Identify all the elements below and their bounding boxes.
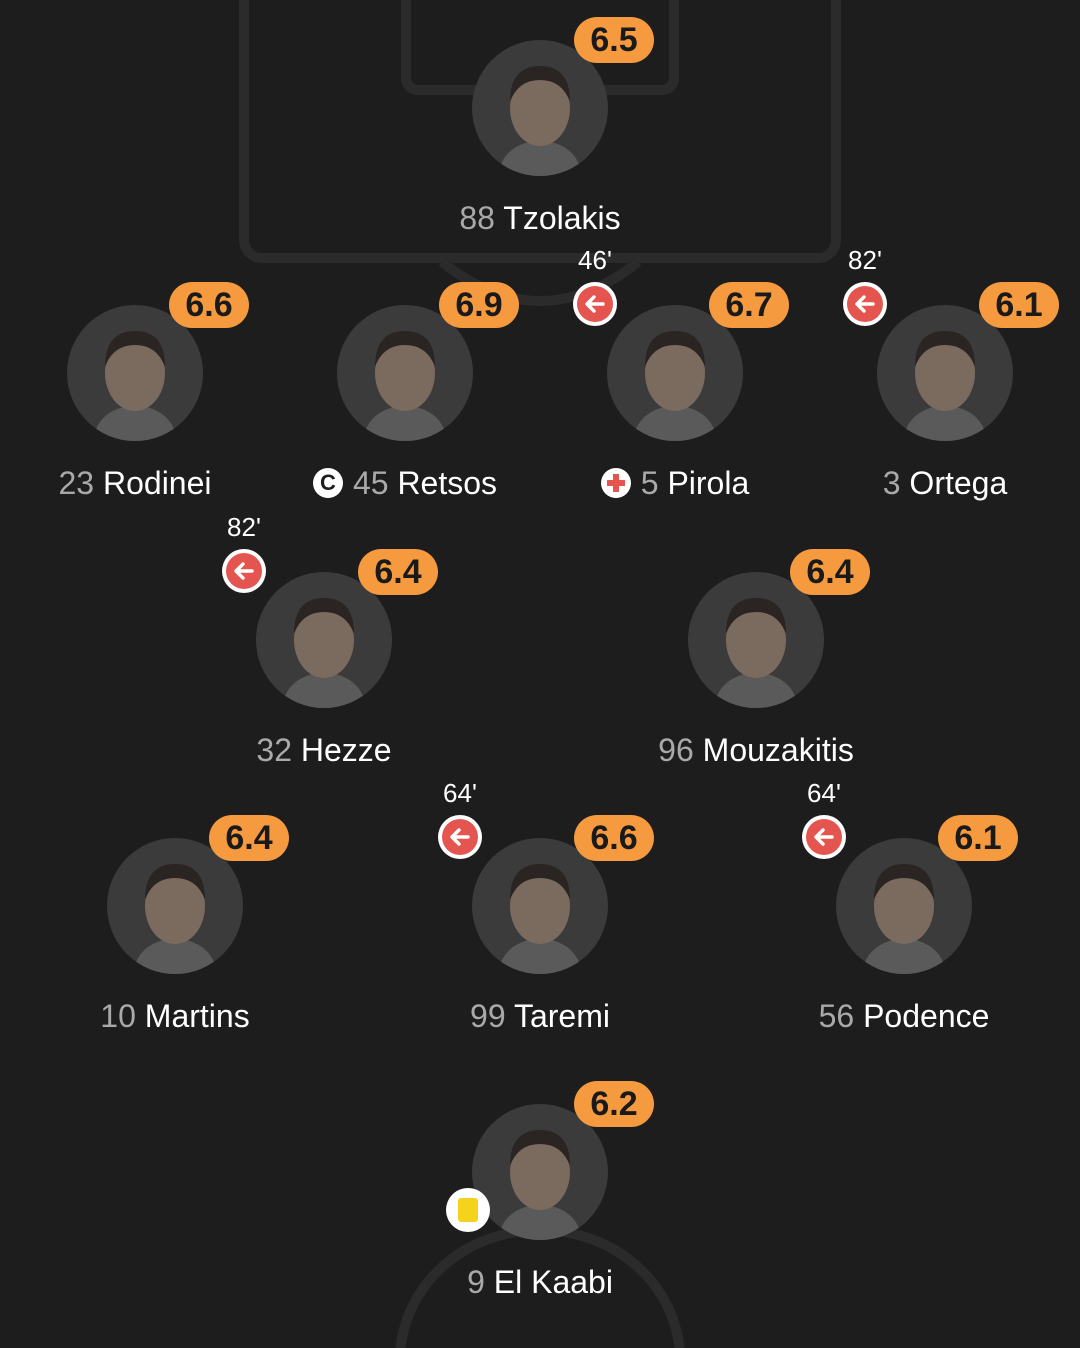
sub-time: 46' bbox=[578, 245, 612, 275]
player-name: Retsos bbox=[397, 465, 498, 501]
player-avatar bbox=[607, 305, 743, 441]
player-name: Podence bbox=[863, 998, 990, 1034]
arrow-left-circle-icon bbox=[222, 549, 266, 593]
sub-time: 64' bbox=[807, 778, 841, 808]
player-avatar-icon bbox=[633, 331, 717, 441]
player-name: Taremi bbox=[513, 998, 610, 1034]
player-avatar-icon bbox=[282, 598, 366, 708]
penalty-box bbox=[239, 0, 841, 263]
player-avatar bbox=[107, 838, 243, 974]
yellow-card-icon bbox=[446, 1188, 490, 1232]
captain-icon: C bbox=[312, 468, 343, 498]
player-label: 96 Mouzakitis bbox=[606, 730, 906, 770]
rating-badge: 6.4 bbox=[209, 815, 289, 861]
player-avatar-icon bbox=[93, 331, 177, 441]
player-avatar bbox=[472, 1104, 608, 1240]
player-label: 23 Rodinei bbox=[0, 463, 285, 503]
player-avatar bbox=[337, 305, 473, 441]
shirt-number: 5 bbox=[640, 465, 659, 501]
rating-badge: 6.2 bbox=[574, 1081, 654, 1127]
player-card[interactable]: 6.4 96 Mouzakitis bbox=[606, 532, 906, 782]
arrow-left-circle-icon bbox=[802, 815, 846, 859]
player-avatar-icon bbox=[498, 1130, 582, 1240]
player-name: Martins bbox=[144, 998, 250, 1034]
shirt-number: 99 bbox=[470, 998, 506, 1034]
player-name: Tzolakis bbox=[503, 200, 621, 236]
shirt-number: 45 bbox=[352, 465, 389, 501]
shirt-number: 3 bbox=[882, 465, 901, 501]
shirt-number: 23 bbox=[58, 465, 95, 501]
player-avatar-icon bbox=[498, 66, 582, 176]
player-label: 9 El Kaabi bbox=[390, 1262, 690, 1302]
player-avatar bbox=[836, 838, 972, 974]
player-card[interactable]: 64' 6.1 56 Podence bbox=[754, 778, 1054, 1048]
arrow-left-circle-icon bbox=[573, 282, 617, 326]
shirt-number: 96 bbox=[658, 732, 694, 768]
player-avatar-icon bbox=[133, 864, 217, 974]
rating-badge: 6.4 bbox=[790, 549, 870, 595]
rating-badge: 6.4 bbox=[358, 549, 438, 595]
player-card[interactable]: 6.4 10 Martins bbox=[25, 798, 325, 1048]
rating-badge: 6.1 bbox=[938, 815, 1018, 861]
shirt-number: 56 bbox=[818, 998, 855, 1034]
sub-time: 82' bbox=[227, 512, 261, 542]
rating-badge: 6.7 bbox=[709, 282, 789, 328]
sub-time: 82' bbox=[848, 245, 882, 275]
player-card[interactable]: 6.9 C 45 Retsos bbox=[255, 265, 555, 515]
player-name: Mouzakitis bbox=[702, 732, 854, 768]
player-card[interactable]: 82' 6.1 3 Ortega bbox=[795, 245, 1080, 515]
player-label: 88 Tzolakis bbox=[390, 198, 690, 238]
player-label: C 45 Retsos bbox=[255, 463, 555, 503]
player-name: Rodinei bbox=[102, 465, 212, 501]
player-name: Pirola bbox=[667, 465, 750, 501]
player-avatar bbox=[472, 838, 608, 974]
shirt-number: 10 bbox=[100, 998, 136, 1034]
player-avatar-icon bbox=[363, 331, 447, 441]
player-label: 10 Martins bbox=[25, 996, 325, 1036]
rating-badge: 6.9 bbox=[439, 282, 519, 328]
penalty-arc bbox=[438, 258, 642, 306]
arrow-left-circle-icon bbox=[843, 282, 887, 326]
player-avatar bbox=[688, 572, 824, 708]
player-label: 99 Taremi bbox=[390, 996, 690, 1036]
player-card[interactable]: 64' 6.6 99 Taremi bbox=[390, 778, 690, 1048]
player-name: Hezze bbox=[300, 732, 392, 768]
rating-badge: 6.6 bbox=[574, 815, 654, 861]
player-avatar bbox=[877, 305, 1013, 441]
player-card[interactable]: 6.5 88 Tzolakis bbox=[390, 0, 690, 250]
player-label: 32 Hezze bbox=[174, 730, 474, 770]
player-card[interactable]: 46' 6.7 5 Pirola bbox=[525, 245, 825, 515]
medical-cross-icon bbox=[600, 468, 631, 498]
player-card[interactable]: 82' 6.4 32 Hezze bbox=[174, 512, 474, 782]
arrow-left-circle-icon bbox=[438, 815, 482, 859]
player-avatar-icon bbox=[903, 331, 987, 441]
player-avatar bbox=[256, 572, 392, 708]
player-name: El Kaabi bbox=[493, 1264, 613, 1300]
player-card[interactable]: 6.2 9 El Kaabi bbox=[390, 1064, 690, 1314]
player-name: Ortega bbox=[909, 465, 1008, 501]
player-avatar bbox=[67, 305, 203, 441]
rating-badge: 6.1 bbox=[979, 282, 1059, 328]
player-card[interactable]: 6.6 23 Rodinei bbox=[0, 265, 285, 515]
shirt-number: 32 bbox=[256, 732, 292, 768]
player-avatar-icon bbox=[862, 864, 946, 974]
player-label: 56 Podence bbox=[754, 996, 1054, 1036]
shirt-number: 88 bbox=[459, 200, 495, 236]
sub-time: 64' bbox=[443, 778, 477, 808]
rating-badge: 6.5 bbox=[574, 17, 654, 63]
player-avatar-icon bbox=[498, 864, 582, 974]
player-label: 3 Ortega bbox=[795, 463, 1080, 503]
rating-badge: 6.6 bbox=[169, 282, 249, 328]
player-label: 5 Pirola bbox=[525, 463, 825, 503]
player-avatar bbox=[472, 40, 608, 176]
shirt-number: 9 bbox=[467, 1264, 485, 1300]
player-avatar-icon bbox=[714, 598, 798, 708]
